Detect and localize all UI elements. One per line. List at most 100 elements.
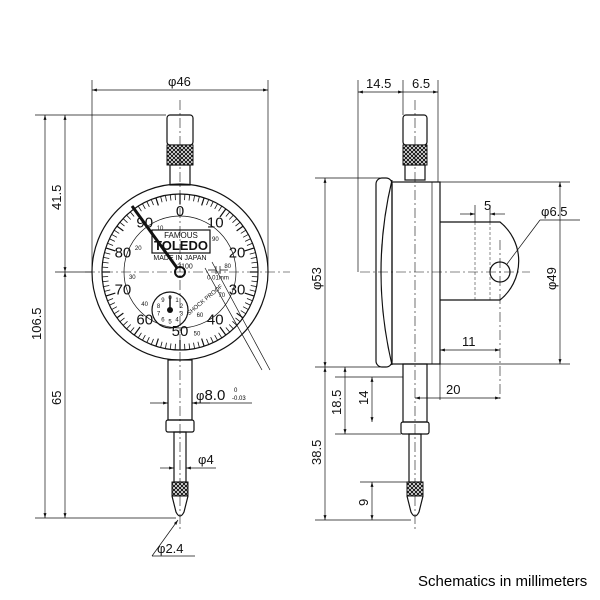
dim-stem-tol-upper: 0 bbox=[234, 388, 238, 394]
dial-tick bbox=[188, 343, 191, 350]
dial-tick bbox=[129, 327, 135, 333]
dial-tick bbox=[155, 338, 159, 347]
resolution-label: 0.01mm bbox=[207, 276, 229, 282]
dial-inner-number: 30 bbox=[129, 275, 136, 281]
dial-tick bbox=[218, 205, 223, 212]
dial-tick bbox=[210, 336, 214, 343]
dial-tick bbox=[111, 234, 118, 238]
dial-tick bbox=[116, 225, 124, 232]
body-side bbox=[391, 181, 441, 365]
dial-tick bbox=[201, 338, 205, 347]
dial-tick bbox=[104, 252, 111, 255]
dial-number: 20 bbox=[229, 244, 246, 261]
dial-tick bbox=[235, 317, 241, 323]
dial-tick bbox=[160, 341, 163, 348]
dial-tick bbox=[219, 326, 227, 336]
dial-tick bbox=[104, 289, 111, 292]
dial-tick bbox=[193, 342, 196, 349]
dial-tick bbox=[169, 194, 172, 201]
counter-number: 6 bbox=[161, 317, 165, 323]
dial-tick bbox=[201, 197, 205, 206]
dial-tick bbox=[246, 242, 253, 246]
dial-needle bbox=[130, 205, 182, 273]
dim-stem-diameter: φ8.0 bbox=[196, 387, 225, 404]
dial-tick bbox=[242, 306, 249, 310]
dial-tick bbox=[251, 261, 258, 264]
dim-body-depth: 6.5 bbox=[412, 76, 430, 91]
dial-tick bbox=[155, 197, 159, 206]
counter-number: 2 bbox=[180, 304, 184, 310]
dim-bezel-diameter: φ46 bbox=[168, 74, 191, 89]
dial-inner-number: 80 bbox=[224, 264, 231, 270]
dial-tick bbox=[103, 256, 110, 259]
dial-tick bbox=[250, 285, 257, 288]
brand-plate: FAMOUS TOLEDO bbox=[151, 229, 211, 254]
dial-tick bbox=[228, 324, 234, 330]
dial-tick bbox=[225, 211, 231, 217]
dial-tick bbox=[105, 247, 116, 252]
dial-number: 80 bbox=[115, 244, 132, 261]
dial-tick bbox=[102, 261, 109, 264]
dial-tick bbox=[160, 196, 163, 203]
dial-ticks bbox=[102, 194, 258, 350]
dial-number: 40 bbox=[207, 312, 224, 329]
dial-tick bbox=[210, 201, 214, 208]
brand-top-label: FAMOUS bbox=[164, 231, 198, 240]
dial-tick bbox=[228, 214, 234, 220]
counter-number: 9 bbox=[161, 298, 165, 304]
dial-tick bbox=[133, 326, 141, 336]
dial-tick bbox=[113, 229, 120, 234]
dial-tick bbox=[122, 320, 128, 326]
front-view: 0109020803070406050506040703080209010 FA… bbox=[29, 74, 290, 557]
dial-tick bbox=[197, 341, 200, 348]
dim-lug-hole-offset: 11 bbox=[462, 334, 476, 349]
dial-tick bbox=[242, 234, 249, 238]
dial-tick bbox=[188, 194, 191, 201]
dial-inner-number: 40 bbox=[141, 302, 148, 308]
dial-tick bbox=[193, 195, 196, 202]
front-dimensions: φ46 106.5 41.5 65 φ8.0 0 -0.03 φ4 φ2.4 bbox=[29, 74, 269, 557]
dial-tick bbox=[122, 218, 128, 224]
dial-tick bbox=[244, 302, 251, 306]
counter-number: 8 bbox=[157, 304, 161, 310]
dial-tick bbox=[232, 320, 238, 326]
dial-tick bbox=[206, 199, 210, 206]
dial-tick bbox=[142, 203, 146, 210]
dial-tick bbox=[206, 338, 210, 345]
dial-tick bbox=[119, 221, 125, 227]
dial-tick bbox=[251, 280, 258, 283]
dim-spindle-diameter: φ4 bbox=[198, 452, 214, 467]
dim-stem-tol-lower: -0.03 bbox=[232, 396, 246, 402]
dial-tick bbox=[113, 310, 120, 315]
dial-number: 70 bbox=[115, 282, 132, 299]
dial-inner-number: 50 bbox=[194, 332, 201, 338]
dial-tick bbox=[103, 285, 110, 288]
dial-tick bbox=[219, 208, 227, 218]
revolution-counter-dial bbox=[151, 291, 189, 329]
model-label: 2100 bbox=[177, 263, 193, 270]
dial-tick bbox=[197, 196, 200, 203]
dial-tick bbox=[249, 289, 256, 292]
dim-bezel-depth: 14.5 bbox=[366, 76, 391, 91]
side-dimensions: 14.5 6.5 φ53 φ49 5 φ6.5 11 20 bbox=[309, 76, 580, 521]
dial-tick bbox=[102, 280, 109, 283]
dim-stem-length: 18.5 bbox=[329, 390, 344, 415]
dim-outer-diameter: φ53 bbox=[309, 267, 324, 290]
resolution-symbol bbox=[208, 266, 228, 274]
dial-tick bbox=[232, 218, 238, 224]
dial-tick bbox=[249, 252, 256, 255]
side-view: 14.5 6.5 φ53 φ49 5 φ6.5 11 20 bbox=[309, 76, 580, 530]
dial-tick bbox=[218, 332, 223, 339]
dial-tick bbox=[150, 199, 154, 206]
dial-tick bbox=[246, 298, 253, 302]
dial-tick bbox=[116, 312, 124, 319]
dial-tick bbox=[250, 256, 257, 259]
dim-stem-clamp: 14 bbox=[356, 391, 371, 405]
counter-number: 5 bbox=[168, 320, 172, 326]
dial-tick bbox=[146, 201, 150, 208]
bezel-profile bbox=[380, 179, 393, 366]
dim-lug-thickness: 5 bbox=[484, 198, 491, 213]
front-bottom-stem bbox=[165, 359, 195, 517]
dial-tick bbox=[109, 302, 116, 306]
dial-tick bbox=[142, 334, 146, 341]
